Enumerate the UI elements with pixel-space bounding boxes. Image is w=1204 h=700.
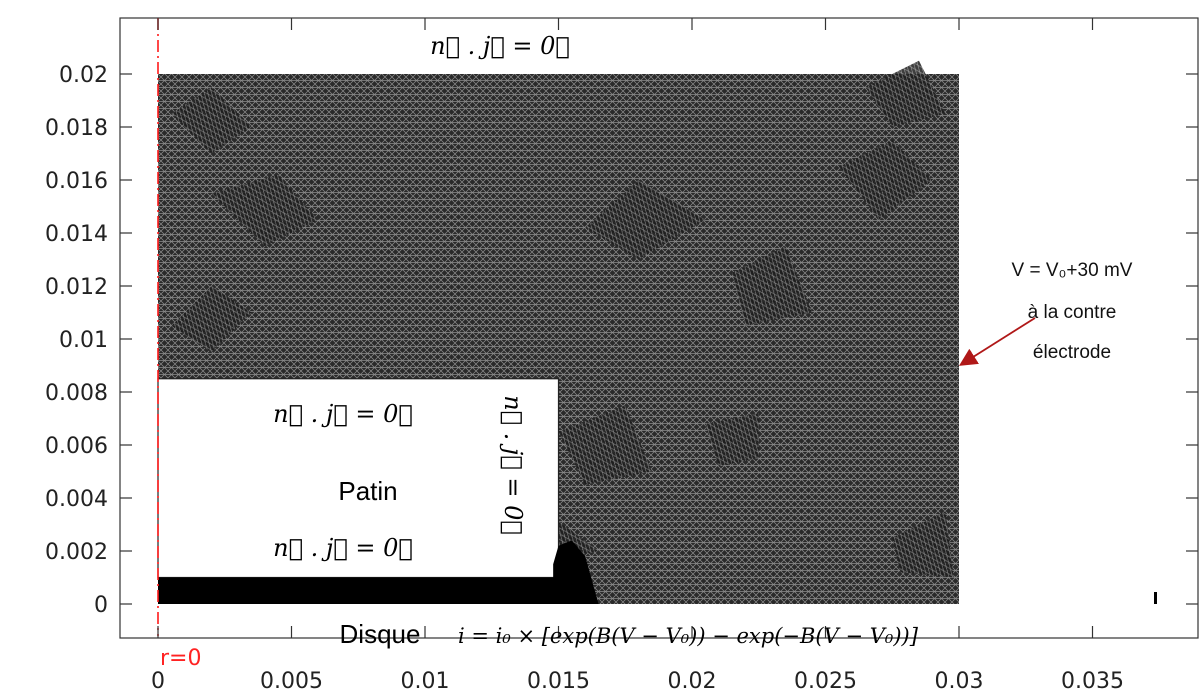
- mesh-refinement-zone: [838, 140, 933, 220]
- x-tick-label: 0.03: [935, 669, 984, 694]
- mesh-refinement-zone: [585, 180, 706, 260]
- scale-mark: [1154, 592, 1157, 604]
- disque-label: Disque: [340, 619, 421, 649]
- mesh-refinement-zone: [171, 286, 252, 353]
- y-axis: 0 0.002 0.004 0.006 0.008 0.01 0.012 0.014 0.016…: [45, 63, 1198, 618]
- x-tick-label: 0: [151, 669, 165, 694]
- y-tick-label: 0.018: [45, 116, 108, 141]
- y-tick-label: 0.02: [59, 63, 108, 88]
- x-tick-label: 0.005: [260, 669, 323, 694]
- x-axis: 0 0.005 0.01 0.015 0.02 0.025 0.03 0.035: [151, 18, 1124, 694]
- y-tick-label: 0.006: [45, 434, 108, 459]
- axis-r0-label: r=0: [160, 646, 201, 671]
- top-boundary-condition: n⃗ . j⃗ = 0⃗: [430, 32, 570, 60]
- y-tick-label: 0.01: [59, 328, 108, 353]
- x-tick-label: 0.02: [668, 669, 717, 694]
- mesh-refinement-zone: [171, 87, 252, 154]
- x-tick-label: 0.01: [401, 669, 450, 694]
- x-tick-label: 0.035: [1061, 669, 1124, 694]
- counter-electrode-line1: V = V₀+30 mV: [1012, 260, 1133, 281]
- x-tick-label: 0.015: [527, 669, 590, 694]
- counter-electrode-arrow: [958, 317, 1036, 366]
- y-tick-label: 0.014: [45, 222, 108, 247]
- counter-electrode-line3: électrode: [1033, 342, 1111, 363]
- patin-top-boundary-condition: n⃗ . j⃗ = 0⃗: [273, 400, 413, 428]
- mesh-refinement-zone: [732, 246, 813, 326]
- y-tick-label: 0.008: [45, 381, 108, 406]
- counter-electrode-annotation: V = V₀+30 mV à la contre électrode: [958, 260, 1133, 366]
- y-tick-label: 0.016: [45, 169, 108, 194]
- x-tick-label: 0.025: [794, 669, 857, 694]
- disque-equation: i = i₀ × [exp(B(V − V₀)) − exp(−B(V − V₀…: [458, 624, 919, 648]
- mesh-refinement-zone: [865, 60, 946, 127]
- disque-block: [158, 540, 599, 604]
- patin-label: Patin: [338, 476, 397, 506]
- patin-side-boundary-condition: n⃗ . j⃗ = 0⃗: [499, 395, 527, 535]
- y-tick-label: 0.004: [45, 487, 108, 512]
- mesh-refinement-zone: [558, 405, 652, 485]
- mesh-refinement-zone: [211, 174, 319, 247]
- mesh-refinement-zone: [705, 413, 759, 467]
- counter-electrode-line2: à la contre: [1028, 302, 1117, 323]
- plot-frame: [119, 17, 1199, 639]
- mesh-refinement-zone: [892, 511, 954, 578]
- y-tick-label: 0: [94, 593, 108, 618]
- y-tick-label: 0.012: [45, 275, 108, 300]
- y-tick-label: 0.002: [45, 540, 108, 565]
- patin-bottom-boundary-condition: n⃗ . j⃗ = 0⃗: [273, 534, 413, 562]
